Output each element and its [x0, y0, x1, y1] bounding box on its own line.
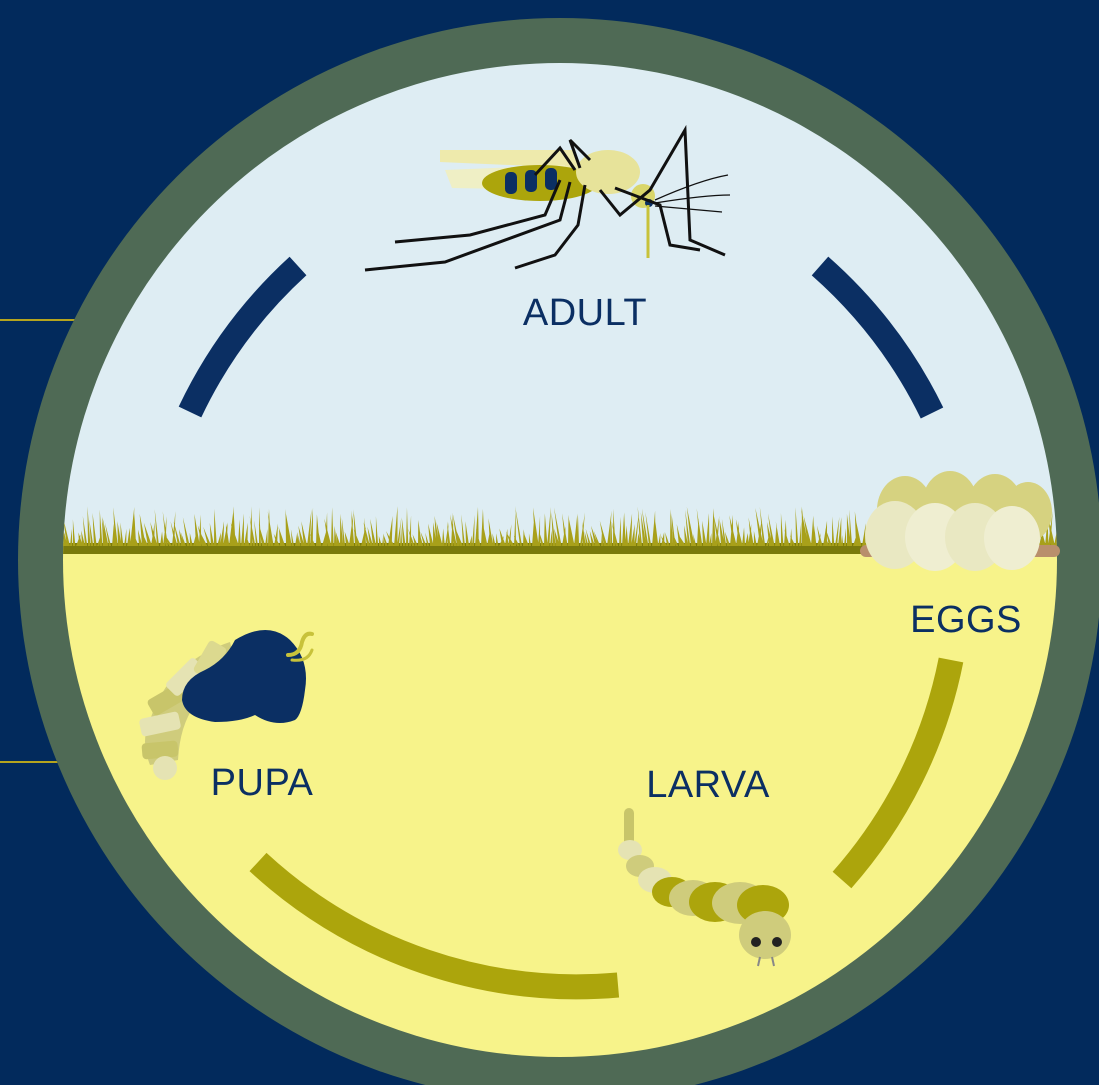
sky-area	[0, 0, 1099, 552]
label-eggs: EGGS	[910, 599, 1022, 641]
eggs-icon	[860, 471, 1060, 571]
label-larva: LARVA	[646, 764, 770, 806]
label-pupa: PUPA	[211, 762, 314, 804]
label-adult: ADULT	[523, 292, 647, 334]
